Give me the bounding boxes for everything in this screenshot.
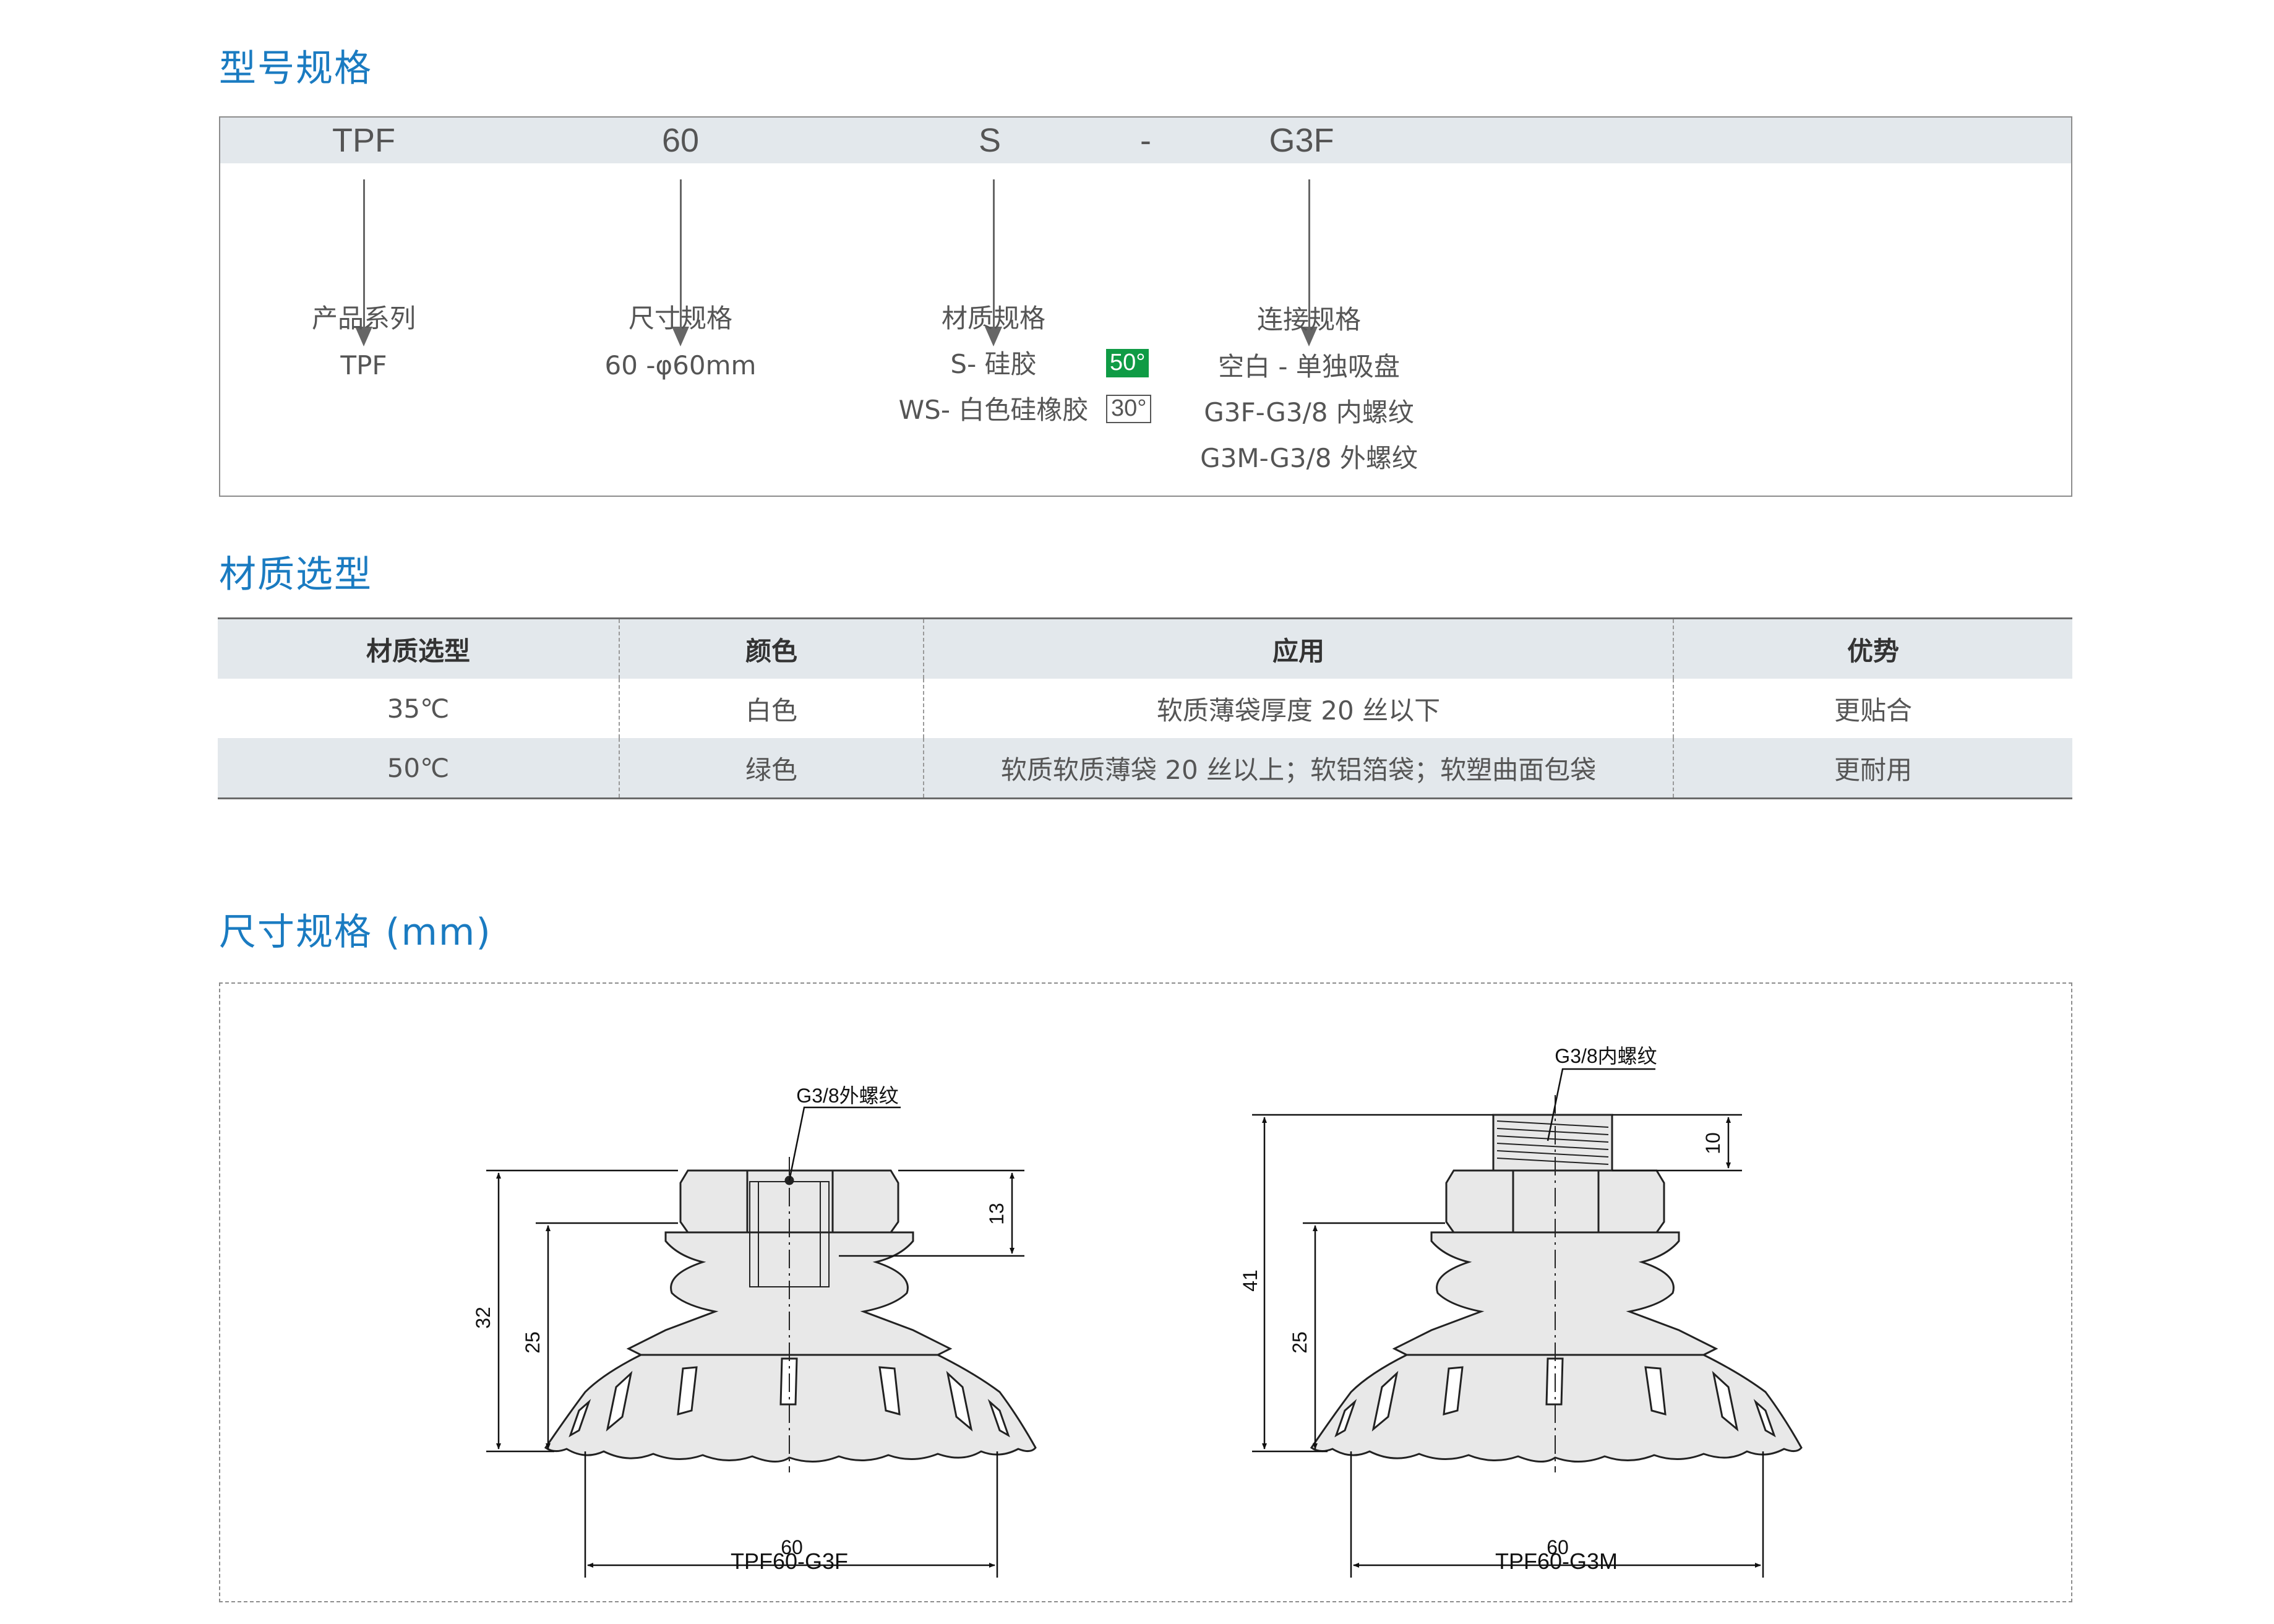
series-label: 产品系列: [311, 303, 416, 333]
cell-material: 50℃: [218, 738, 619, 799]
left-dimension-labels: 32 25 13 60 G3/8外螺纹: [472, 1085, 1008, 1558]
cell-advantage: 更贴合: [1673, 679, 2072, 738]
size-value: 60 -φ60mm: [604, 350, 757, 380]
material-value-s: S- 硅胶: [950, 349, 1037, 379]
right-suction-cup-drawing: [1310, 1095, 1803, 1472]
right-thread-stud: [1492, 1114, 1613, 1172]
arrow-head-size: [672, 327, 689, 346]
size-label: 尺寸规格: [628, 303, 733, 333]
material-value-ws: WS- 白色硅橡胶: [898, 395, 1089, 425]
arrow-head-material: [985, 327, 1002, 346]
series-value: TPF: [340, 350, 387, 380]
right-dimension-lines: [1252, 1068, 1764, 1578]
material-section-title: 材质选型: [219, 553, 372, 596]
model-code-header: [220, 118, 2071, 163]
left-dimension-lines: [486, 1106, 1024, 1578]
hardness-badge-30: 30°: [1106, 395, 1152, 423]
left-dim-25: 25: [521, 1331, 544, 1354]
cell-application: 软质薄袋厚度 20 丝以下: [923, 679, 1673, 738]
dimension-section-title: 尺寸规格 (mm): [219, 911, 492, 954]
cell-advantage: 更耐用: [1673, 738, 2072, 799]
right-model-caption: TPF60-G3M: [1495, 1549, 1618, 1574]
model-spec-box: TPF 60 S - G3F 产品系列 TPF 尺寸规格 60 -φ60mm 材…: [219, 116, 2072, 497]
header-color: 颜色: [619, 618, 924, 679]
dimension-drawing-box: 32 25 13 60 G3/8外螺纹 TPF60-G3F: [219, 982, 2072, 1602]
dimension-drawings: 32 25 13 60 G3/8外螺纹 TPF60-G3F: [472, 1045, 1803, 1578]
table-row: 50℃ 绿色 软质软质薄袋 20 丝以上；软铝箔袋；软塑曲面包袋 更耐用: [218, 738, 2072, 799]
code-dash: -: [1140, 122, 1151, 159]
connection-value-blank: 空白 - 单独吸盘: [1218, 351, 1400, 382]
code-material: S: [978, 122, 1002, 159]
table-header-row: 材质选型 颜色 应用 优势: [218, 618, 2072, 679]
arrow-series: [363, 179, 365, 334]
right-dim-25: 25: [1289, 1331, 1311, 1354]
left-model-caption: TPF60-G3F: [731, 1549, 848, 1574]
arrow-head-series: [355, 327, 372, 346]
left-thread-label: G3/8外螺纹: [796, 1085, 898, 1107]
left-skirt: [544, 1354, 1037, 1463]
material-label: 材质规格: [941, 303, 1046, 333]
right-thread-hatch: [1496, 1120, 1609, 1165]
header-material: 材质选型: [218, 618, 619, 679]
code-connection: G3F: [1269, 122, 1334, 159]
badge-30-text: 30°: [1106, 395, 1152, 423]
hardness-badge-50: 50°: [1106, 349, 1149, 377]
cell-material: 35℃: [387, 693, 450, 724]
connection-value-g3m: G3M-G3/8 外螺纹: [1200, 443, 1418, 473]
cell-color: 绿色: [619, 738, 924, 799]
header-application: 应用: [923, 618, 1673, 679]
cell-color: 白色: [619, 679, 924, 738]
right-dim-10: 10: [1702, 1132, 1724, 1154]
connection-label: 连接规格: [1256, 304, 1362, 335]
left-dim-13: 13: [985, 1203, 1008, 1225]
arrow-material: [993, 179, 995, 334]
code-series: TPF: [332, 122, 395, 159]
cell-application: 软质软质薄袋 20 丝以上；软铝箔袋；软塑曲面包袋: [923, 738, 1673, 799]
code-size: 60: [661, 122, 700, 159]
header-advantage: 优势: [1673, 618, 2072, 679]
arrow-connection: [1308, 179, 1310, 334]
material-table: 材质选型 颜色 应用 优势 35℃ 白色 软质薄袋厚度 20 丝以下 更贴合 5…: [218, 617, 2072, 799]
right-thread-label: G3/8内螺纹: [1555, 1045, 1657, 1067]
left-dim-32: 32: [472, 1307, 494, 1329]
connection-value-g3f: G3F-G3/8 内螺纹: [1204, 397, 1414, 427]
right-dim-60: 60: [1547, 1536, 1569, 1558]
arrow-size: [680, 179, 682, 334]
right-dim-41: 41: [1239, 1270, 1261, 1292]
right-dimension-labels: 41 25 10 60 G3/8内螺纹: [1239, 1045, 1724, 1558]
table-row: 35℃ 白色 软质薄袋厚度 20 丝以下 更贴合: [218, 679, 2072, 738]
left-dim-60: 60: [781, 1536, 803, 1558]
left-suction-cup-drawing: [544, 1157, 1037, 1472]
badge-50-text: 50°: [1106, 349, 1149, 377]
arrow-head-connection: [1300, 327, 1318, 346]
model-section-title: 型号规格: [219, 47, 372, 90]
